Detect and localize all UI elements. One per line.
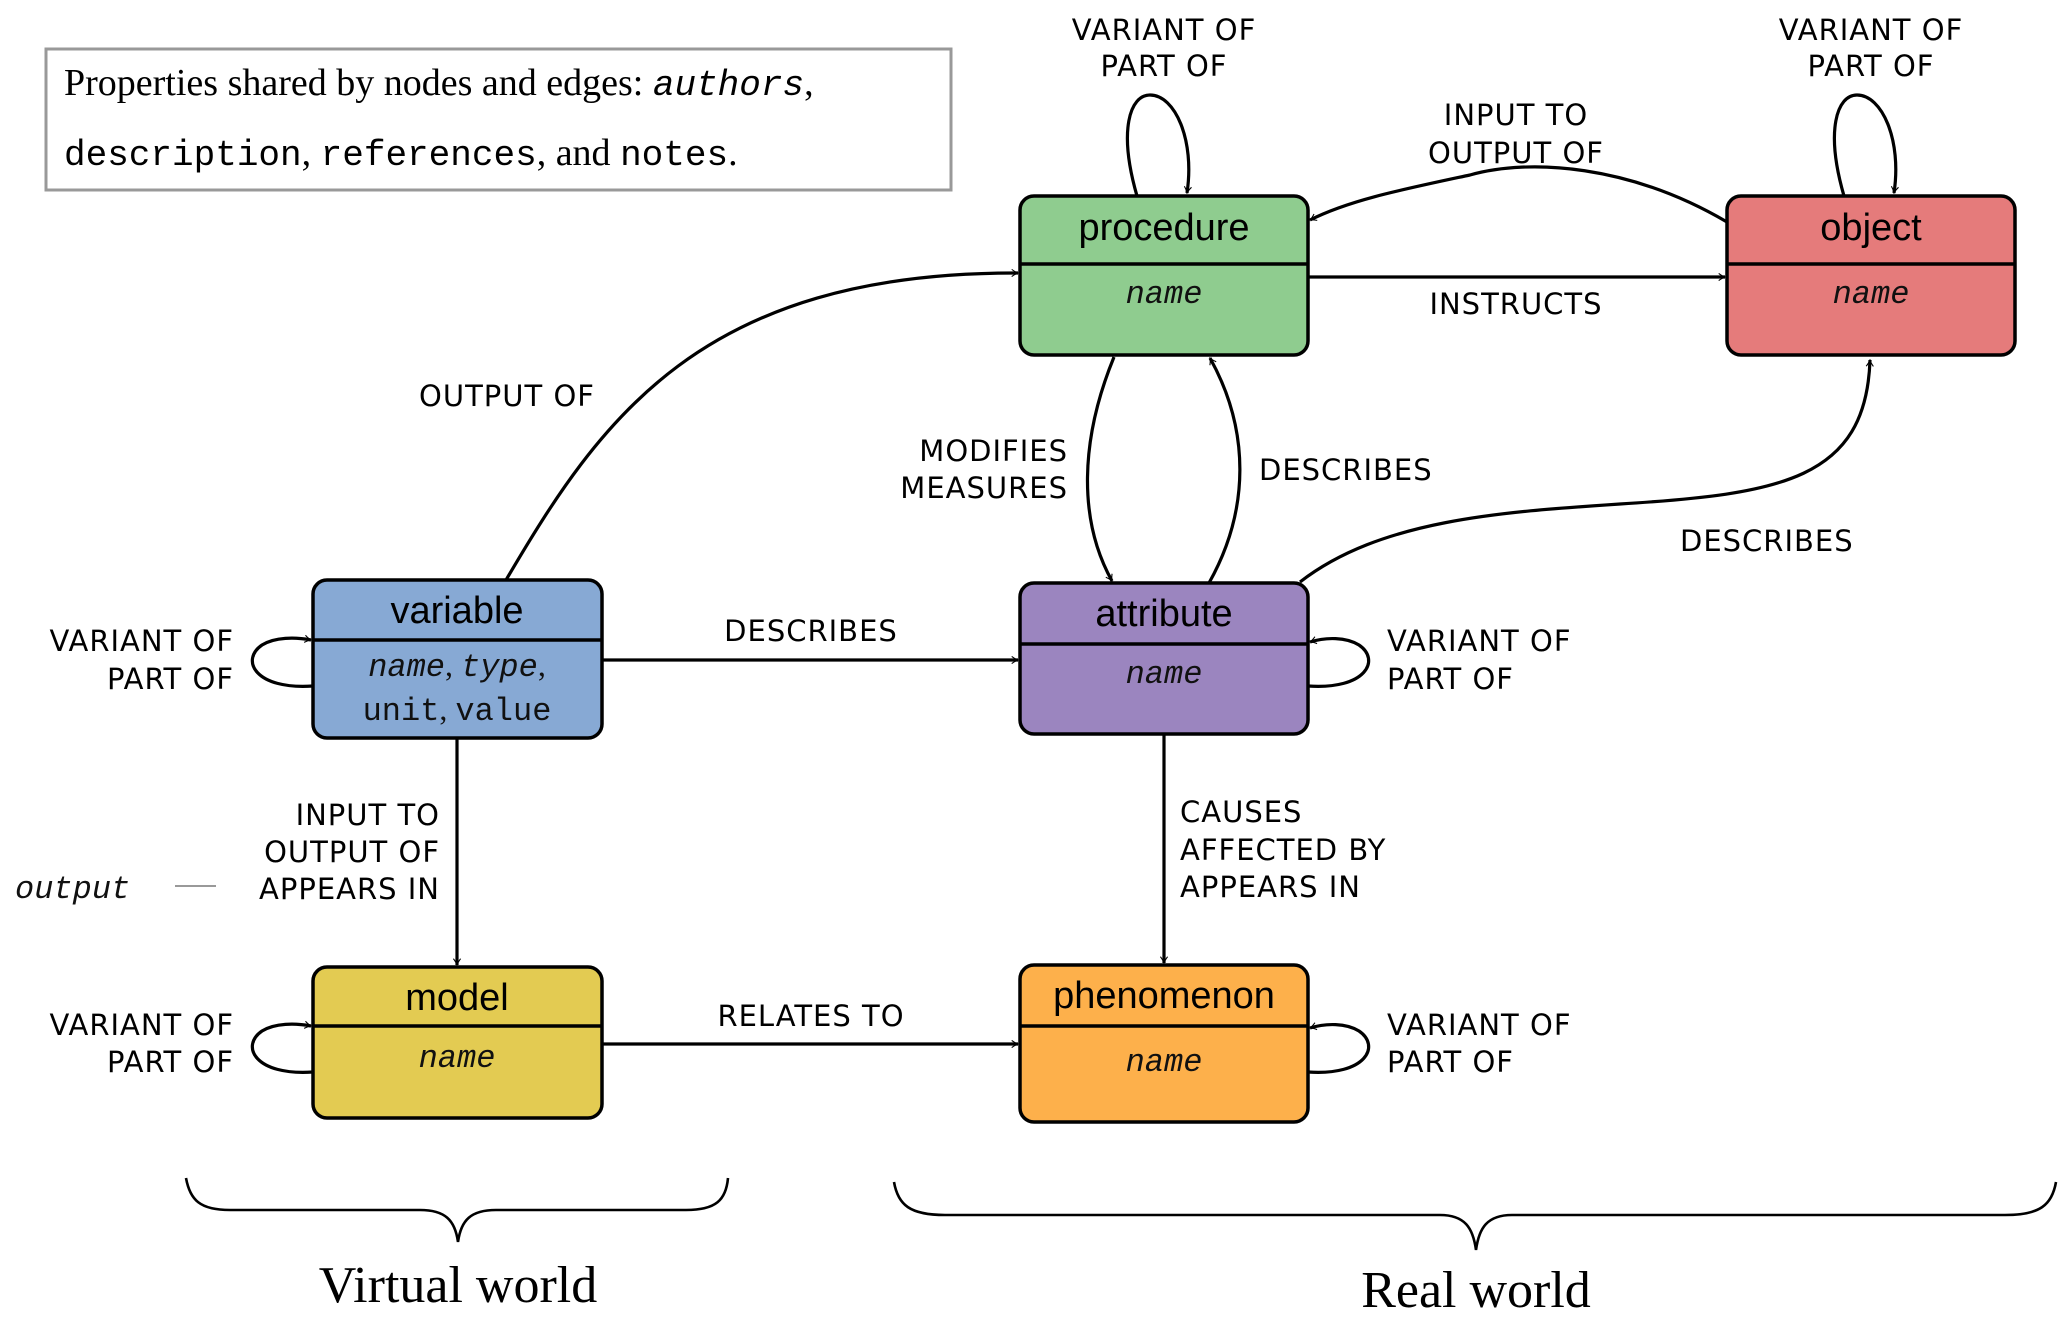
node-property: name: [1126, 1044, 1203, 1081]
node-title: object: [1820, 207, 1922, 249]
edge-attribute-to-procedure: [1207, 358, 1242, 584]
edge-label: VARIANT OF: [50, 624, 235, 658]
edge-label: VARIANT OF: [1779, 13, 1964, 47]
edge-label: INSTRUCTS: [1429, 287, 1602, 321]
node-properties-line-1: name, type,: [368, 647, 546, 686]
edge-attribute-to-object: [1299, 360, 1870, 584]
edge-variable-to-procedure: [504, 273, 1018, 581]
node-variable[interactable]: variable name, type, unit, value: [311, 578, 604, 740]
node-attribute-box: [1018, 581, 1310, 736]
node-property: name: [1126, 656, 1203, 693]
node-object[interactable]: object name: [1725, 194, 2017, 357]
edge-label: PART OF: [1387, 662, 1514, 696]
edge-label: PART OF: [1808, 49, 1935, 83]
virtual-world-brace: [184, 1177, 730, 1243]
edge-attribute-self: [1307, 639, 1371, 688]
node-object-box: [1725, 194, 2017, 357]
edge-label: PART OF: [107, 662, 234, 696]
edge-label: INPUT TO: [1444, 98, 1588, 132]
node-phenomenon[interactable]: phenomenon name: [1018, 963, 1310, 1124]
edge-label: AFFECTED BY: [1180, 833, 1386, 867]
node-procedure[interactable]: procedure name: [1018, 194, 1310, 357]
edge-procedure-to-attribute: [1085, 356, 1116, 581]
edge-label: RELATES TO: [717, 999, 904, 1033]
legend-line-1: Properties shared by nodes and edges: au…: [64, 62, 814, 106]
edge-label: DESCRIBES: [724, 614, 898, 648]
edge-label: MEASURES: [900, 471, 1068, 505]
node-properties-line-2: unit, value: [363, 691, 552, 730]
node-title: phenomenon: [1053, 975, 1275, 1017]
node-model-box: [311, 965, 604, 1120]
edge-model-self: [250, 1024, 314, 1074]
edge-label: VARIANT OF: [1072, 13, 1257, 47]
node-model[interactable]: model name: [311, 965, 604, 1120]
edge-label: MODIFIES: [919, 434, 1068, 468]
edge-label: DESCRIBES: [1259, 453, 1433, 487]
edge-object-self: [1832, 93, 1895, 197]
legend-box: Properties shared by nodes and edges: au…: [44, 47, 953, 192]
legend-line-2: description, references, and notes.: [64, 132, 738, 176]
edge-label: INPUT TO: [296, 798, 440, 832]
edge-label: OUTPUT OF: [264, 835, 440, 869]
edge-label: APPEARS IN: [259, 872, 440, 906]
node-title: procedure: [1078, 207, 1249, 249]
node-variable-box: [311, 578, 604, 740]
edge-label: VARIANT OF: [1387, 1008, 1572, 1042]
node-attribute[interactable]: attribute name: [1018, 581, 1310, 736]
node-property: name: [419, 1040, 496, 1077]
edge-label: OUTPUT OF: [1428, 136, 1604, 170]
edge-label: PART OF: [1387, 1045, 1514, 1079]
node-title: variable: [390, 590, 523, 632]
node-procedure-box: [1018, 194, 1310, 357]
edge-property-output: output: [15, 871, 130, 908]
edge-label: PART OF: [107, 1045, 234, 1079]
node-title: attribute: [1095, 593, 1232, 635]
edge-variable-self: [250, 638, 314, 688]
edge-procedure-self: [1125, 93, 1188, 197]
real-world-brace: [892, 1181, 2058, 1251]
node-phenomenon-box: [1018, 963, 1310, 1124]
edge-object-to-procedure: [1310, 165, 1728, 224]
edge-label: CAUSES: [1180, 795, 1302, 829]
edge-label: VARIANT OF: [1387, 624, 1572, 658]
edge-label: APPEARS IN: [1180, 870, 1361, 904]
node-property: name: [1833, 276, 1910, 313]
edge-label: OUTPUT OF: [419, 379, 595, 413]
virtual-world-label: Virtual world: [319, 1257, 597, 1314]
node-property: name: [1126, 276, 1203, 313]
edge-label: DESCRIBES: [1680, 524, 1854, 558]
edge-label: PART OF: [1101, 49, 1228, 83]
real-world-label: Real world: [1361, 1262, 1591, 1319]
edge-phenomenon-self: [1307, 1025, 1371, 1074]
node-title: model: [405, 977, 509, 1019]
edge-label: VARIANT OF: [50, 1008, 235, 1042]
